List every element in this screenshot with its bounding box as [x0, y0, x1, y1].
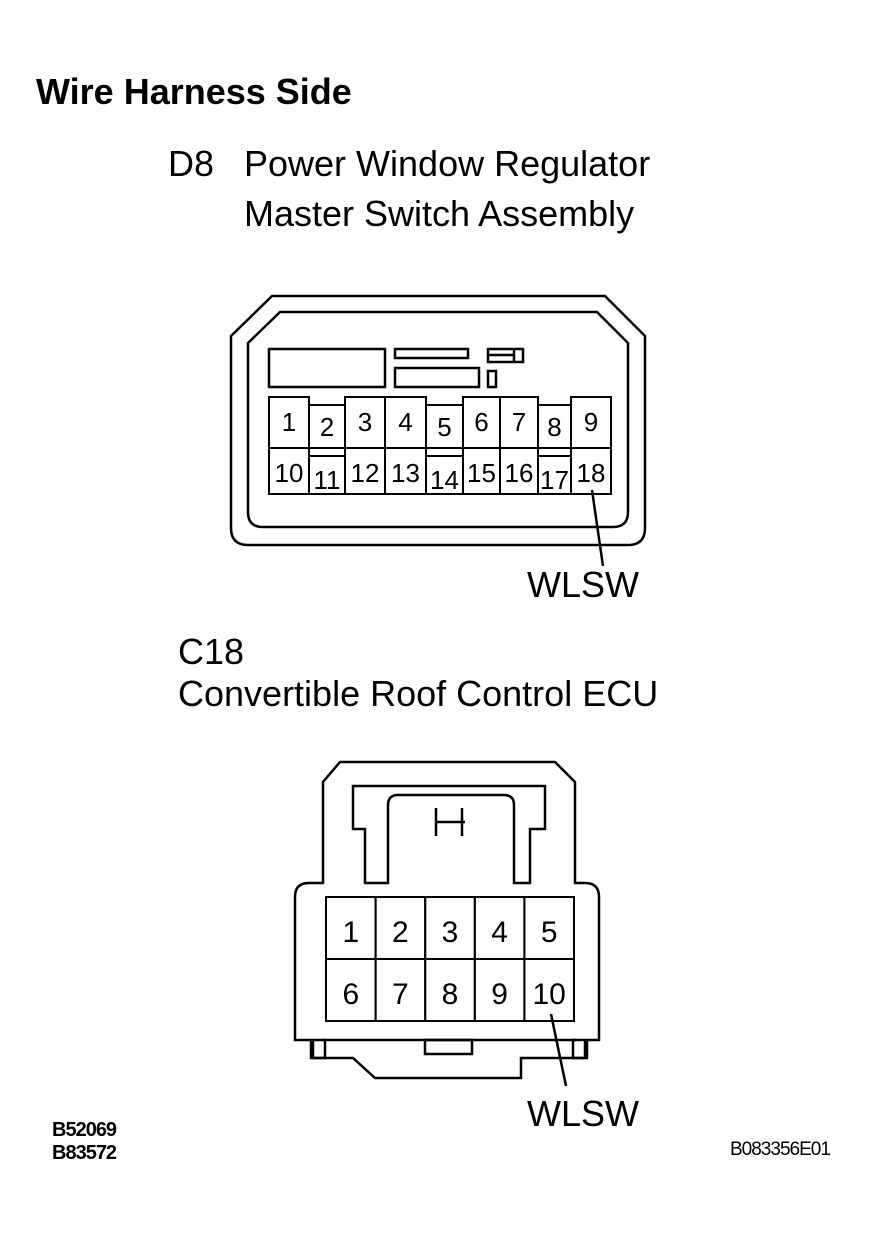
d8-pin-number: 17 [540, 465, 569, 495]
reference-code-2: B83572 [52, 1142, 117, 1164]
d8-outer-housing [229, 294, 647, 547]
c18-pin-number: 5 [541, 916, 558, 949]
d8-pin-number: 6 [474, 407, 488, 437]
c18-pin-number: 7 [392, 978, 409, 1011]
d8-terminal-label: WLSW [527, 564, 639, 605]
c18-connector-code: C18 [178, 631, 245, 672]
c18-outer-housing [293, 760, 601, 1080]
page-heading: Wire Harness Side [36, 71, 352, 112]
d8-pin-number: 3 [358, 407, 372, 437]
c18-wlsw-leader [549, 1013, 568, 1087]
c18-bottom-key [423, 1038, 474, 1056]
d8-key-slot-1 [393, 347, 470, 360]
d8-pin-number: 12 [351, 458, 380, 488]
d8-wlsw-leader [590, 489, 605, 567]
d8-pin-cell [570, 447, 612, 495]
c18-pin-number: 8 [442, 978, 459, 1011]
d8-pin-number: 11 [314, 465, 341, 495]
figure-id: B083356E01 [730, 1139, 831, 1160]
c18-pin-cell [523, 958, 576, 1022]
c18-pin-number: 1 [342, 916, 359, 949]
d8-pin-number: 8 [547, 412, 561, 442]
d8-pin-number: 1 [282, 407, 296, 437]
d8-pin-number: 15 [467, 458, 496, 488]
reference-code-1: B52069 [52, 1119, 117, 1141]
d8-connector-name-line1: Power Window Regulator [244, 143, 651, 184]
d8-pin-number: 5 [437, 412, 451, 442]
c18-pin-number: 10 [533, 978, 566, 1011]
c18-latch [351, 784, 547, 885]
c18-pin-number: 3 [442, 916, 459, 949]
d8-pin-number: 14 [430, 465, 459, 495]
c18-pin-number: 9 [491, 978, 508, 1011]
d8-pin-number: 16 [505, 458, 534, 488]
d8-key-block [267, 347, 387, 389]
d8-pin-grid: 1 10 2 11 3 12 4 13 5 14 6 15 7 16 8 17 9 18 [268, 396, 612, 495]
c18-pin-number: 6 [342, 978, 359, 1011]
c18-terminal-label: WLSW [527, 1093, 639, 1134]
d8-inner-housing [246, 310, 630, 529]
c18-connector-name: Convertible Roof Control ECU [178, 673, 659, 714]
d8-key-slot-2 [393, 366, 481, 389]
d8-connector-name-line2: Master Switch Assembly [244, 193, 635, 234]
c18-pin-number: 2 [392, 916, 409, 949]
d8-pin-number: 9 [584, 407, 598, 437]
d8-pin-number: 7 [512, 407, 526, 437]
d8-pin-number: 18 [577, 458, 606, 488]
d8-connector-code: D8 [168, 143, 215, 184]
d8-key-slot-4 [486, 369, 498, 389]
c18-pin-number: 4 [491, 916, 508, 949]
d8-pin-number: 2 [320, 412, 334, 442]
d8-pin-number: 4 [398, 407, 412, 437]
d8-pin-number: 10 [275, 458, 304, 488]
d8-pin-number: 13 [391, 458, 420, 488]
